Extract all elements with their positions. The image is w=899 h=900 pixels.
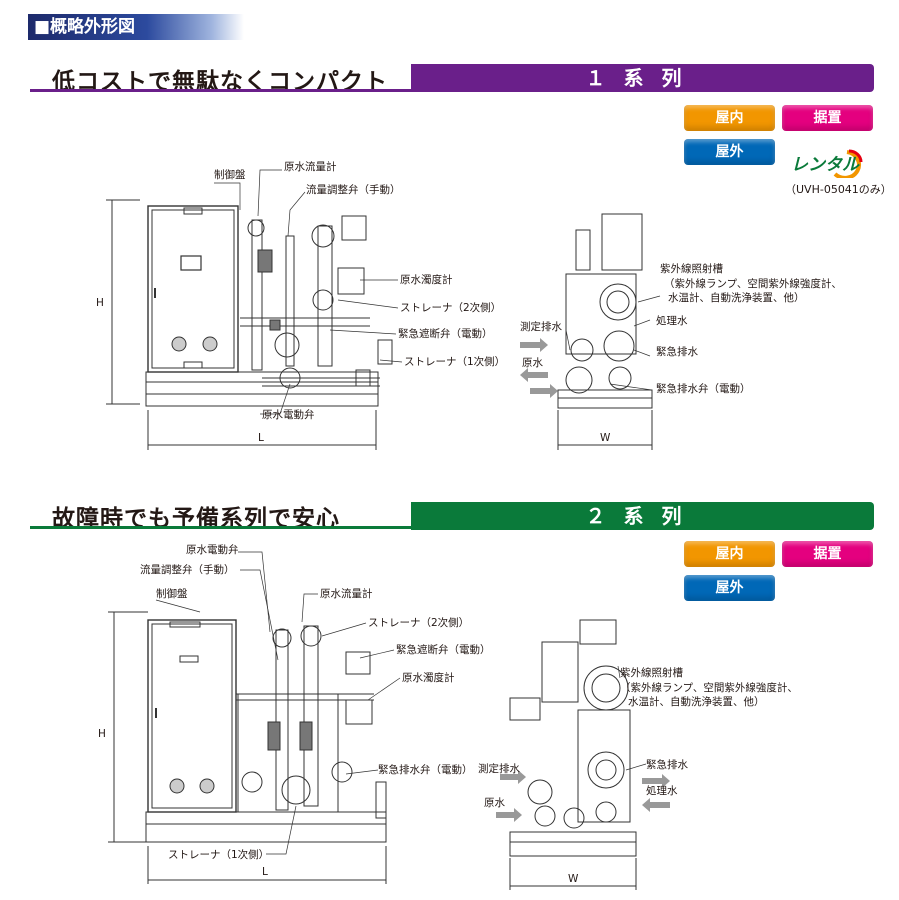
dim-l: L (258, 432, 264, 444)
label2-control-panel: 制御盤 (156, 587, 188, 600)
label-uv-tank-detail1: （紫外線ランプ、空間紫外線強度計、 (664, 277, 842, 290)
badge-outdoor-2: 屋外 (684, 575, 775, 601)
label-turbidity: 原水濁度計 (400, 273, 453, 286)
label-motor-valve: 原水電動弁 (262, 408, 315, 421)
rental-logo-text: レンタル (791, 155, 860, 175)
label2-uv-tank: 紫外線照射槽 (620, 666, 683, 679)
label-flow-meter: 原水流量計 (284, 160, 337, 173)
label-measure-drain: 測定排水 (520, 320, 562, 333)
label-strainer1: ストレーナ（1次側） (404, 355, 505, 368)
label2-strainer2: ストレーナ（2次側） (368, 616, 469, 629)
label-control-panel: 制御盤 (214, 168, 246, 181)
label2-uv-tank-detail2: 水温計、自動洗浄装置、他） (628, 695, 765, 708)
label2-turbidity: 原水濁度計 (402, 671, 455, 684)
section2-band: ２系列 (411, 502, 874, 530)
dim-h: H (96, 297, 104, 309)
badge-stationary-2: 据置 (782, 541, 873, 567)
label2-measure-drain: 測定排水 (478, 762, 520, 775)
rental-note: （UVH-05041のみ） (785, 183, 892, 196)
label2-strainer1: ストレーナ（1次側） (168, 848, 269, 861)
label2-treated: 処理水 (646, 784, 678, 797)
badge-stationary: 据置 (782, 105, 873, 131)
dim2-w: W (568, 873, 579, 885)
label2-motor-valve: 原水電動弁 (186, 543, 239, 556)
label-strainer2: ストレーナ（2次側） (400, 301, 501, 314)
label-emergency-drain-valve: 緊急排水弁（電動） (656, 382, 751, 395)
section1-underline (30, 89, 430, 92)
section-header: ■概略外形図 (28, 14, 244, 40)
label2-uv-tank-detail1: （紫外線ランプ、空間紫外線強度計、 (620, 681, 798, 694)
label-treated: 処理水 (656, 314, 688, 327)
label-emergency-valve: 緊急遮断弁（電動） (398, 327, 493, 340)
section1-band: １系列 (411, 64, 874, 92)
label2-flow-valve: 流量調整弁（手動） (140, 563, 235, 576)
dim-w: W (600, 432, 611, 444)
label-flow-valve: 流量調整弁（手動） (306, 183, 401, 196)
badge-outdoor: 屋外 (684, 139, 775, 165)
badge-indoor: 屋内 (684, 105, 775, 131)
label2-emergency-drain-valve: 緊急排水弁（電動） (378, 763, 473, 776)
label-emergency-drain: 緊急排水 (656, 345, 698, 358)
label-raw: 原水 (522, 357, 543, 369)
label2-emergency-valve: 緊急遮断弁（電動） (396, 643, 491, 656)
rental-logo: レンタル (791, 149, 863, 178)
section2-diagram: 原水電動弁 流量調整弁（手動） 制御盤 原水流量計 ストレーナ（2次側） 緊急遮… (98, 543, 798, 890)
label2-raw: 原水 (484, 797, 505, 809)
dim2-h: H (98, 728, 106, 740)
label-uv-tank-detail2: 水温計、自動洗浄装置、他） (668, 291, 805, 304)
label-uv-tank: 紫外線照射槽 (660, 262, 723, 275)
label2-flow-meter: 原水流量計 (320, 587, 373, 600)
badge-indoor-2: 屋内 (684, 541, 775, 567)
section2-underline (30, 526, 430, 529)
dim2-l: L (262, 866, 268, 878)
label2-emergency-drain: 緊急排水 (646, 758, 688, 771)
section1-diagram: 制御盤 原水流量計 流量調整弁（手動） 原水濁度計 ストレーナ（2次側） 緊急遮… (96, 160, 842, 450)
